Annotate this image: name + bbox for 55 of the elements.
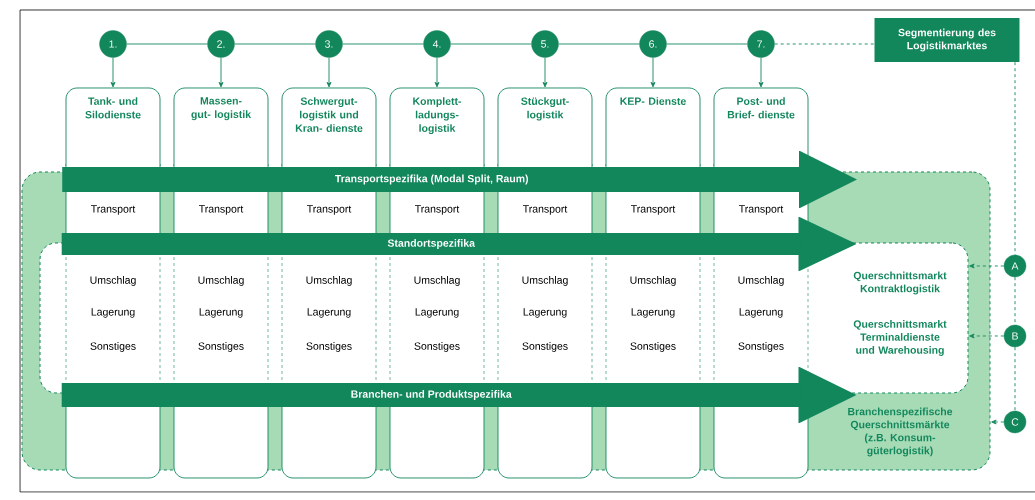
cell-text: Umschlag xyxy=(738,276,784,286)
cell-text: Lagerung xyxy=(631,308,675,318)
cell-text: Lagerung xyxy=(199,308,243,318)
cell-text: Umschlag xyxy=(522,276,568,286)
connector-line xyxy=(234,43,316,45)
arrow xyxy=(110,57,116,88)
cell-text: Lagerung xyxy=(91,308,135,318)
cell-text: Umschlag xyxy=(306,276,352,286)
arrow xyxy=(434,57,440,88)
cell-text: Sonstiges xyxy=(522,342,568,352)
cell-text: Sonstiges xyxy=(90,342,136,352)
cell-text: Sonstiges xyxy=(414,342,460,352)
segment-header-box: KEP- Dienste xyxy=(605,87,701,167)
segment-header-box: Stückgut- logistik xyxy=(497,87,593,167)
cell-text: Umschlag xyxy=(198,276,244,286)
cell-text: Lagerung xyxy=(739,308,783,318)
dashed-connector xyxy=(1014,61,1016,256)
connector-line xyxy=(450,43,532,45)
connector-line xyxy=(126,43,208,45)
arrow xyxy=(650,57,656,88)
arrow xyxy=(326,57,332,88)
cell-text: Transport xyxy=(199,205,244,215)
heading-box: Segmentierung des Logistikmarktes xyxy=(874,18,1020,62)
cell-text: Sonstiges xyxy=(630,342,676,352)
cell-text: Transport xyxy=(91,205,136,215)
cell-text: Transport xyxy=(414,205,460,215)
cell-text: Umschlag xyxy=(630,276,676,286)
connector-line xyxy=(666,43,748,45)
cell-text: Transport xyxy=(738,205,784,215)
cell-text: Umschlag xyxy=(90,276,136,286)
segment-header-box: Komplett- ladungs- logistik xyxy=(389,87,485,167)
cell-text: Transport xyxy=(630,205,676,215)
dashed-connector xyxy=(1014,346,1016,412)
cell-text: Lagerung xyxy=(307,308,351,318)
arrow xyxy=(542,57,548,88)
cell-text: Transport xyxy=(307,205,352,215)
arrow xyxy=(758,57,764,88)
cell-text: Sonstiges xyxy=(198,342,244,352)
connector-line xyxy=(342,43,424,45)
cell-text: Transport xyxy=(522,205,568,215)
connector-line xyxy=(558,43,640,45)
cell-text: Umschlag xyxy=(414,276,460,286)
cell-text: Lagerung xyxy=(415,308,459,318)
segment-header-box: Tank- und Silodienste xyxy=(65,87,161,167)
segment-header-box: Schwergut- logistik und Kran- dienste xyxy=(281,87,377,167)
dashed-connector xyxy=(969,333,1005,339)
cell-text: Lagerung xyxy=(523,308,567,318)
segment-header-box: Post- und Brief- dienste xyxy=(713,87,809,167)
arrow xyxy=(218,57,224,88)
cell-text: Sonstiges xyxy=(738,342,784,352)
dashed-connector xyxy=(774,43,875,45)
segment-header-box: Massen- gut- logistik xyxy=(173,87,269,167)
dashed-connector xyxy=(969,263,1005,269)
cell-text: Sonstiges xyxy=(306,342,352,352)
dashed-connector xyxy=(991,419,1005,425)
